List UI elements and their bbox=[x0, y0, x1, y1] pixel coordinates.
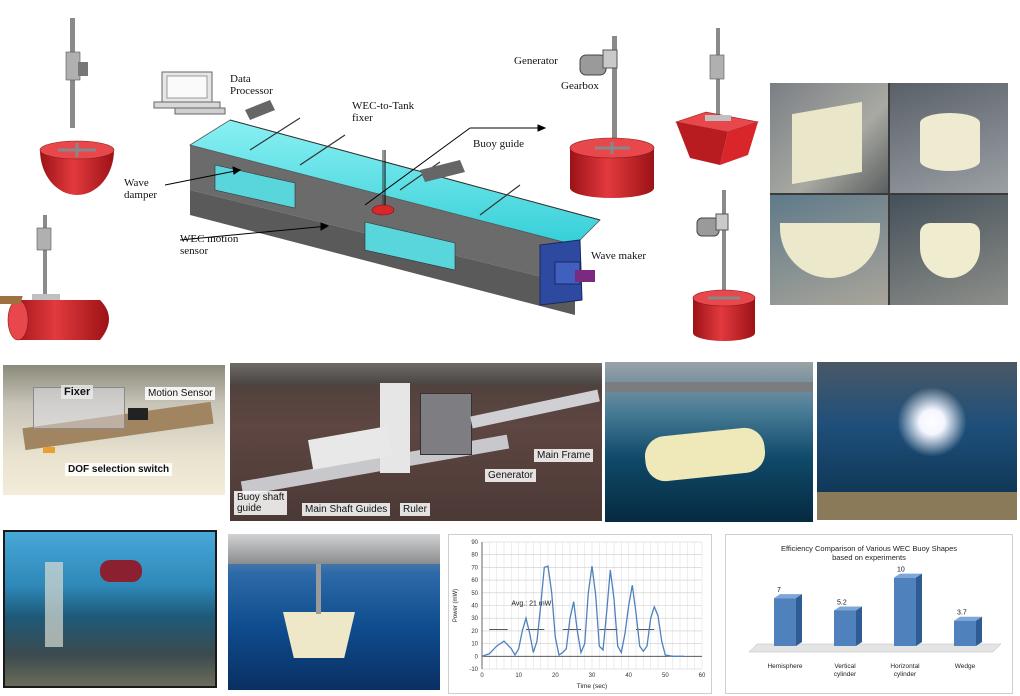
y-tick-label: -10 bbox=[469, 667, 478, 673]
label-gearbox: Gearbox bbox=[561, 80, 599, 92]
bar-value-label: 3.7 bbox=[957, 610, 967, 617]
bar-category-label: Hemisphere bbox=[767, 663, 802, 670]
y-tick-label: 10 bbox=[471, 642, 478, 648]
main-frame-label: Main Frame bbox=[534, 449, 594, 462]
power-chart-frame bbox=[448, 534, 712, 694]
bar bbox=[774, 598, 796, 646]
x-tick-label: 30 bbox=[589, 673, 596, 679]
wedge-tank-photo bbox=[228, 534, 440, 690]
chart-title-line: based on experiments bbox=[832, 553, 906, 562]
wec-tank-diagram bbox=[0, 18, 760, 341]
wave-tank bbox=[188, 100, 601, 315]
main-frame-photo: Buoy shaft guide Main Shaft Guides Ruler… bbox=[230, 363, 602, 521]
fixer-label: Fixer bbox=[61, 385, 94, 399]
label-wec-tank-fixer: WEC-to-Tank fixer bbox=[352, 100, 415, 124]
y-tick-label: 60 bbox=[471, 578, 478, 584]
motion-sensor-label: Motion Sensor bbox=[145, 387, 216, 400]
bar-top bbox=[774, 594, 802, 599]
bar-category-label: Wedge bbox=[955, 663, 976, 670]
generator-photo-label: Generator bbox=[485, 469, 537, 482]
y-tick-label: 70 bbox=[471, 565, 478, 571]
bar-top bbox=[834, 606, 862, 611]
label-wec-motion-sensor: WEC motion sensor bbox=[180, 233, 239, 257]
y-tick-label: 80 bbox=[471, 553, 478, 559]
horizontal-cylinder-buoy-model bbox=[0, 215, 109, 341]
efficiency-chart-frame bbox=[725, 534, 1013, 694]
efficiency-bar-chart: Efficiency Comparison of Various WEC Buo… bbox=[748, 544, 1002, 678]
x-axis-title: Time (sec) bbox=[577, 683, 607, 690]
callout-arrows bbox=[164, 124, 547, 241]
hemisphere-tank-photo bbox=[3, 530, 217, 688]
vertical-cylinder-buoy-model bbox=[569, 36, 655, 198]
y-tick-label: 90 bbox=[471, 540, 478, 546]
dof-switch-label: DOF selection switch bbox=[65, 463, 173, 476]
short-cylinder-buoy-model bbox=[692, 190, 756, 341]
bar bbox=[894, 577, 916, 646]
bar bbox=[834, 610, 856, 646]
bar-category-label: Horizontal bbox=[890, 663, 920, 670]
bar-top bbox=[954, 616, 982, 621]
y-tick-label: 0 bbox=[475, 654, 479, 660]
label-wave-damper: Wave damper bbox=[124, 177, 157, 201]
label-generator: Generator bbox=[514, 55, 558, 67]
bar-side bbox=[796, 594, 802, 646]
label-wave-maker: Wave maker bbox=[591, 250, 646, 262]
bar bbox=[954, 620, 976, 646]
x-tick-label: 40 bbox=[625, 673, 632, 679]
hemisphere-buoy-model bbox=[39, 18, 115, 195]
bar-side bbox=[976, 616, 982, 646]
ruler-label: Ruler bbox=[400, 503, 430, 516]
x-tick-label: 10 bbox=[515, 673, 522, 679]
y-tick-label: 40 bbox=[471, 604, 478, 610]
computer-icon bbox=[153, 71, 226, 115]
bar-value-label: 7 bbox=[777, 587, 781, 594]
x-tick-label: 20 bbox=[552, 673, 559, 679]
average-annotation: Avg.: 21 mW bbox=[511, 601, 551, 608]
bar-category-label: cylinder bbox=[894, 671, 917, 678]
chart-title-line: Efficiency Comparison of Various WEC Buo… bbox=[781, 544, 957, 553]
label-data-processor: Data Processor bbox=[230, 73, 273, 97]
buoy-shapes-photo-collage bbox=[770, 83, 1008, 305]
x-tick-label: 50 bbox=[662, 673, 669, 679]
bar-category-label: Vertical bbox=[834, 663, 856, 670]
bar-value-label: 10 bbox=[897, 567, 905, 574]
main-shaft-guides-label: Main Shaft Guides bbox=[302, 503, 391, 516]
label-buoy-guide: Buoy guide bbox=[473, 138, 525, 150]
fixer-photo: Fixer Motion Sensor DOF selection switch bbox=[3, 365, 225, 495]
y-tick-label: 20 bbox=[471, 629, 478, 635]
bar-category-label: cylinder bbox=[834, 671, 857, 678]
horizontal-cylinder-test-photo bbox=[605, 362, 813, 522]
bar-top bbox=[894, 573, 922, 578]
power-series-line bbox=[481, 565, 684, 657]
bar-value-label: 5.2 bbox=[837, 599, 847, 606]
x-tick-label: 0 bbox=[480, 673, 484, 679]
y-tick-label: 30 bbox=[471, 616, 478, 622]
buoy-shaft-guide-label: Buoy shaft guide bbox=[234, 491, 288, 515]
y-axis-title: Power (mW) bbox=[453, 589, 459, 622]
chart-floor bbox=[748, 643, 1002, 653]
y-tick-label: 50 bbox=[471, 591, 478, 597]
wedge-buoy-model bbox=[674, 28, 760, 165]
x-tick-label: 60 bbox=[699, 673, 706, 679]
wedge-test-photo bbox=[817, 362, 1017, 520]
bar-side bbox=[856, 606, 862, 646]
bar-side bbox=[916, 573, 922, 646]
